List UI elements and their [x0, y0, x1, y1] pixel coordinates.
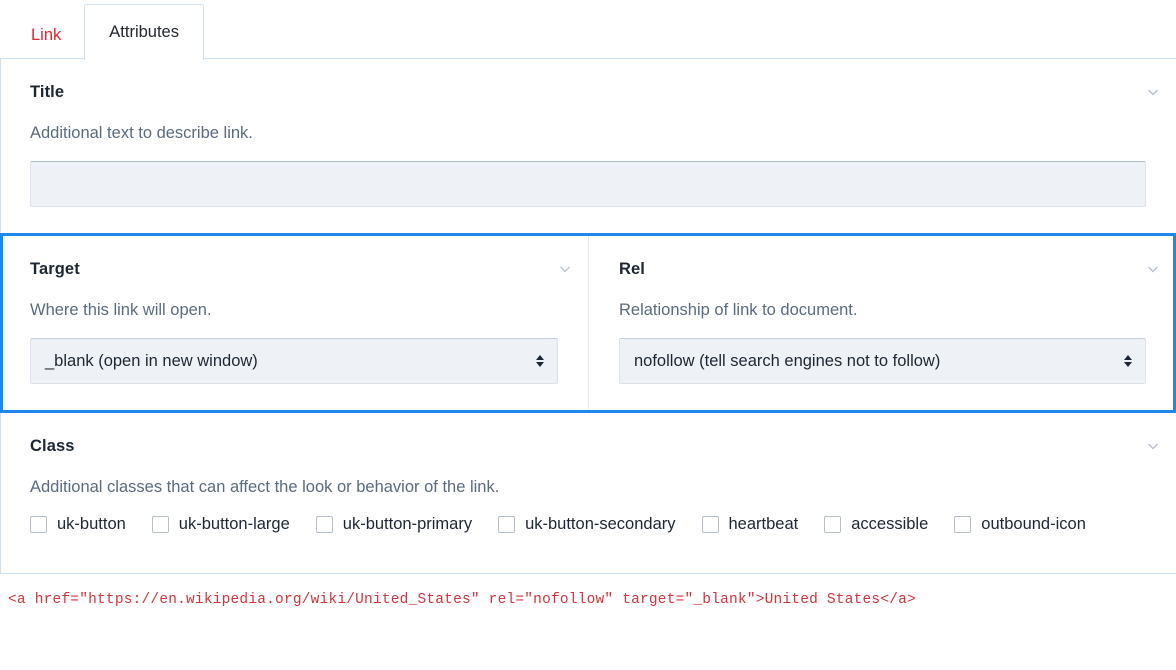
section-rel-description: Relationship of link to document.	[619, 301, 858, 319]
checkbox-box-icon[interactable]	[701, 516, 719, 533]
section-target-heading: Target	[30, 260, 80, 278]
checkbox-label: uk-button-primary	[342, 515, 473, 533]
attributes-panel: Title Additional text to describe link. …	[0, 58, 1176, 574]
section-class: Class Additional classes that can affect…	[0, 413, 1176, 560]
section-rel: Rel Relationship of link to document. no…	[588, 236, 1176, 410]
checkbox-uk-button-large[interactable]: uk-button-large	[151, 515, 290, 534]
class-checkbox-row: uk-button uk-button-large uk-button-prim…	[30, 515, 1146, 534]
tab-bar: Link Attributes	[0, 0, 1176, 60]
chevron-down-icon[interactable]	[1144, 437, 1162, 455]
checkbox-uk-button-secondary[interactable]: uk-button-secondary	[498, 515, 676, 534]
tab-link[interactable]: Link	[8, 11, 84, 59]
target-rel-group-highlighted: Target Where this link will open. _blank…	[0, 233, 1176, 413]
checkbox-label: accessible	[851, 515, 929, 533]
rel-select[interactable]: nofollow (tell search engines not to fol…	[619, 338, 1146, 384]
section-title-heading: Title	[30, 83, 65, 101]
section-title: Title Additional text to describe link.	[0, 59, 1176, 233]
chevron-down-icon[interactable]	[556, 260, 574, 278]
checkbox-box-icon[interactable]	[151, 516, 169, 533]
code-preview: <a href="https://en.wikipedia.org/wiki/U…	[8, 592, 916, 608]
tab-attributes[interactable]: Attributes	[84, 4, 204, 60]
tab-attributes-label: Attributes	[109, 23, 179, 42]
section-target-description: Where this link will open.	[30, 301, 212, 319]
checkbox-box-icon[interactable]	[498, 516, 516, 533]
target-select-value: _blank (open in new window)	[45, 351, 258, 370]
section-class-description: Additional classes that can affect the l…	[30, 478, 500, 496]
checkbox-accessible[interactable]: accessible	[824, 515, 928, 534]
checkbox-uk-button-primary[interactable]: uk-button-primary	[315, 515, 473, 534]
tab-link-label: Link	[31, 26, 62, 45]
target-select-wrapper: _blank (open in new window)	[30, 338, 558, 384]
checkbox-uk-button[interactable]: uk-button	[30, 515, 126, 534]
checkbox-heartbeat[interactable]: heartbeat	[701, 515, 799, 534]
rel-select-value: nofollow (tell search engines not to fol…	[634, 351, 941, 370]
rel-select-wrapper: nofollow (tell search engines not to fol…	[619, 338, 1146, 384]
checkbox-label: uk-button	[57, 515, 126, 533]
checkbox-box-icon[interactable]	[954, 516, 972, 533]
section-target: Target Where this link will open. _blank…	[0, 236, 588, 410]
section-rel-heading: Rel	[619, 260, 645, 278]
checkbox-box-icon[interactable]	[824, 516, 842, 533]
checkbox-outbound-icon[interactable]: outbound-icon	[954, 515, 1086, 534]
checkbox-label: outbound-icon	[981, 515, 1086, 533]
checkbox-label: uk-button-secondary	[525, 515, 676, 533]
section-class-heading: Class	[30, 437, 75, 455]
checkbox-label: uk-button-large	[178, 515, 290, 533]
chevron-down-icon[interactable]	[1144, 260, 1162, 278]
section-title-description: Additional text to describe link.	[30, 124, 253, 142]
target-select[interactable]: _blank (open in new window)	[30, 338, 558, 384]
checkbox-box-icon[interactable]	[315, 516, 333, 533]
checkbox-label: heartbeat	[728, 515, 799, 533]
checkbox-box-icon[interactable]	[30, 516, 47, 533]
title-input[interactable]	[30, 161, 1146, 207]
chevron-down-icon[interactable]	[1144, 83, 1162, 101]
